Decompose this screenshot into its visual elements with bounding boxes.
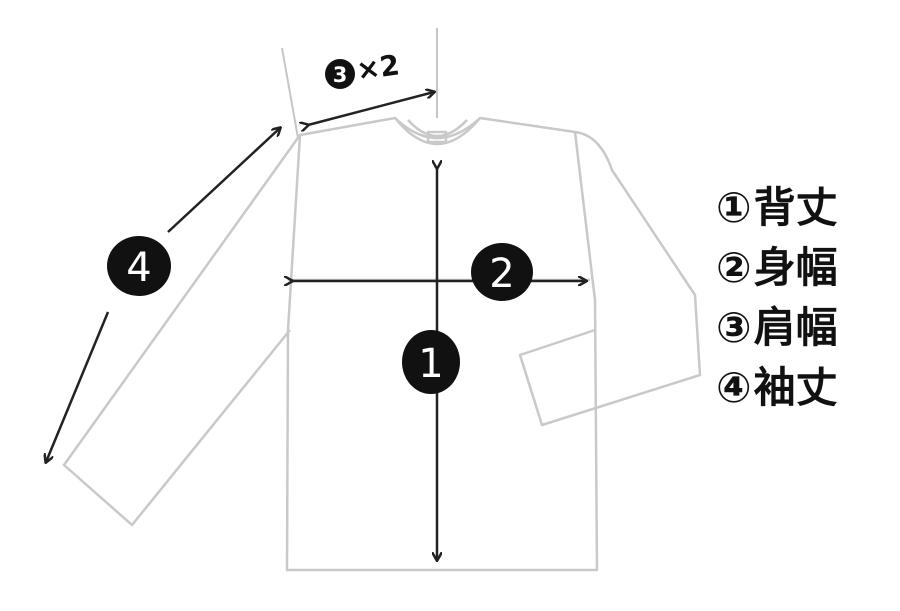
legend-marker: ② — [716, 243, 752, 292]
legend-label: 身幅 — [753, 243, 838, 292]
legend-label: 背丈 — [753, 183, 838, 232]
legend-marker: ① — [716, 183, 752, 232]
marker-1-label: 1 — [418, 341, 443, 387]
legend-label: 肩幅 — [753, 303, 838, 352]
shoulder-multiplier-label: ×2 — [354, 48, 401, 87]
marker-4: 4 — [107, 236, 171, 296]
legend-marker: ③ — [716, 303, 752, 352]
legend-item-sleeve-length: ④ 袖丈 — [716, 358, 838, 418]
marker-2-label: 2 — [489, 251, 514, 297]
arrow-sleeve-lower — [46, 311, 110, 462]
marker-1: 1 — [402, 330, 460, 394]
legend-label: 袖丈 — [753, 363, 838, 412]
legend-item-body-length: ① 背丈 — [716, 178, 838, 238]
marker-3: 3 ×2 — [325, 48, 402, 89]
measurement-legend: ① 背丈 ② 身幅 ③ 肩幅 ④ 袖丈 — [716, 178, 838, 418]
legend-marker: ④ — [716, 363, 752, 412]
marker-4-label: 4 — [126, 245, 151, 291]
arrow-shoulder-width — [308, 92, 434, 125]
arrow-sleeve-upper — [167, 128, 280, 233]
legend-item-shoulder-width: ③ 肩幅 — [716, 298, 838, 358]
measurement-arrows — [46, 92, 586, 560]
marker-3-label: 3 — [333, 63, 348, 87]
left-sleeve — [62, 134, 302, 527]
shirt-outline — [62, 116, 702, 572]
neck-tag — [426, 130, 448, 144]
legend-item-chest-width: ② 身幅 — [716, 238, 838, 298]
right-sleeve — [518, 130, 702, 427]
shoulder-guide-line-left — [281, 47, 299, 139]
marker-2: 2 — [471, 243, 533, 301]
